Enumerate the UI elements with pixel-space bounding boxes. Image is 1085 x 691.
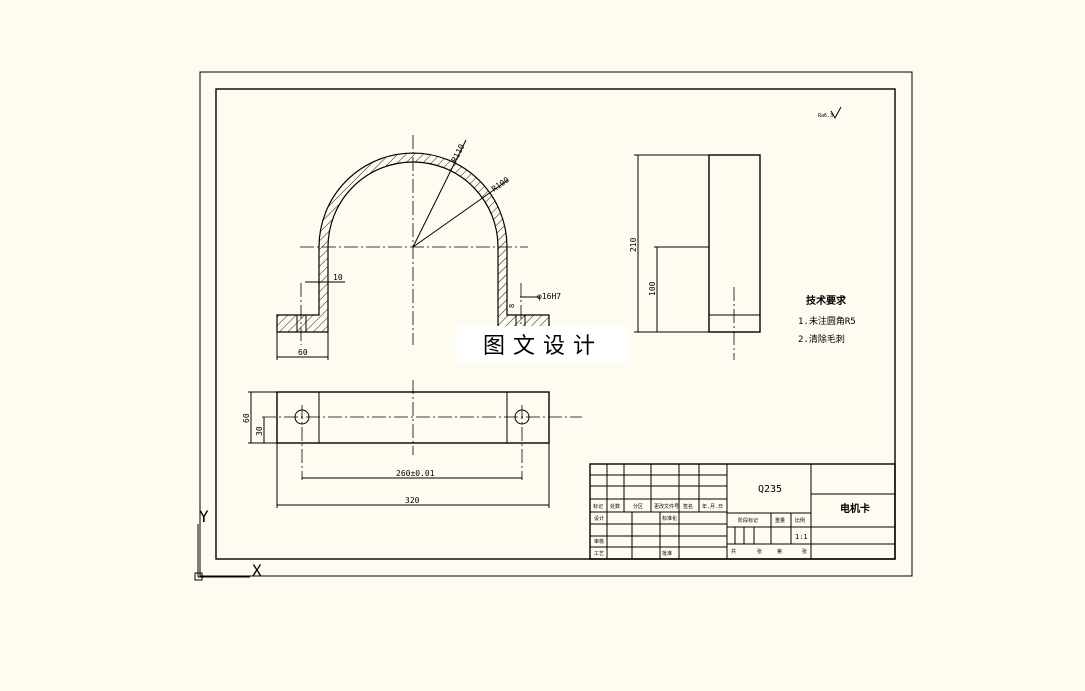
small-dim-label: 8 [508,304,516,308]
tb-cell-pizhun: 批准 [662,550,672,557]
top-view: 60 30 260±0.01 320 [242,380,582,508]
r100-label: R100 [490,175,511,194]
height-total-label: 210 [629,237,638,252]
tb-cell-zhang1: 张 [757,548,762,555]
hole-fit-label: φ16H7 [537,292,561,301]
ucs-y-label: Y [199,507,209,526]
roughness-symbol: Ra6.3 [818,106,842,120]
ucs-x-label: X [252,561,262,580]
tb-cell-biaoji: 标记 [593,503,603,510]
roughness-label: Ra6.3 [818,113,833,119]
watermark-label: 图文设计 [457,326,629,362]
part-name-label: 电机卡 [840,502,870,515]
foot-width-label: 60 [298,348,308,357]
tech-req-item-1: 1.未注圆角R5 [798,315,856,327]
tb-cell-shenhe: 审核 [594,538,604,545]
tech-req-item-2: 2.清除毛刺 [798,333,845,345]
scale-label: 1:1 [795,533,808,541]
tb-cell-date: 年.月.日 [702,503,723,510]
tb-cell-sheji: 设计 [594,515,604,522]
outer-border [199,71,913,577]
tb-cell-fenqu: 分区 [633,503,643,510]
tb-cell-bili: 比例 [795,517,805,524]
wall-dim-label: 10 [333,273,343,282]
tb-cell-gong: 共 [731,548,736,555]
tb-cell-zhang2: 张 [802,548,807,555]
inner-border [215,88,896,560]
roughness-check-icon [830,106,842,120]
material-label: Q235 [758,484,782,495]
title-block: 标记 处数 分区 更改文件号 签名 年.月.日 设计 标准化 阶段标记 重量 比… [589,463,896,560]
base-half-label: 30 [255,426,264,436]
tb-cell-di: 第 [777,548,782,555]
ucs-icon: Y X [194,507,262,581]
tech-requirements: 技术要求 1.未注圆角R5 2.清除毛刺 [798,294,856,345]
tech-req-title: 技术要求 [806,294,847,307]
side-outline [708,154,761,333]
r100-leader [412,179,509,248]
ucs-origin-box [194,572,203,581]
tb-cell-jieduan: 阶段标记 [738,517,758,524]
tb-cell-gongyi: 工艺 [594,551,604,557]
tb-cell-genggai: 更改文件号 [654,503,679,510]
tb-cell-biaozhunhua: 标准化 [662,515,677,522]
tb-cell-qianming: 签名 [683,503,693,510]
r110-leader [412,139,467,248]
base-width-label: 60 [242,413,251,423]
side-view: 210 100 [629,154,761,360]
tb-cell-chushu: 处数 [610,503,620,510]
total-length-label: 320 [405,496,420,505]
tb-cell-zhongliang: 重量 [775,517,785,524]
r110-label: R110 [450,142,467,163]
height-part-label: 100 [648,281,657,296]
hole-spacing-label: 260±0.01 [396,469,435,478]
